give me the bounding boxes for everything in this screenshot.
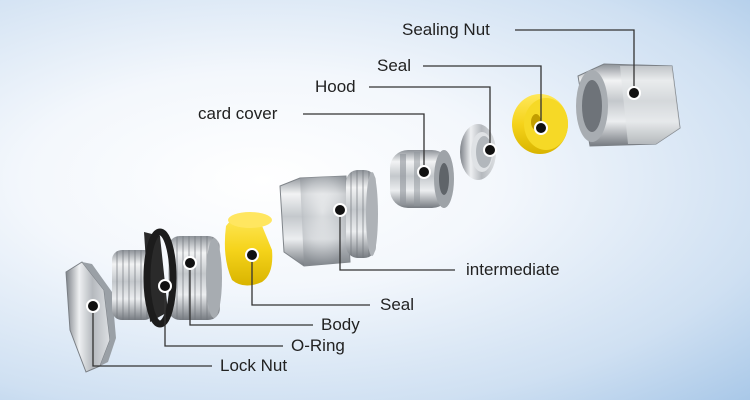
label-hood: Hood bbox=[315, 77, 356, 96]
label-o-ring: O-Ring bbox=[291, 336, 345, 355]
label-seal-top: Seal bbox=[377, 56, 412, 75]
callout-dots bbox=[86, 86, 641, 313]
label-seal-bottom: Seal bbox=[380, 295, 415, 314]
hood-part bbox=[390, 150, 454, 208]
label-lock-nut: Lock Nut bbox=[220, 356, 288, 375]
label-card-cover: card cover bbox=[198, 104, 278, 123]
label-sealing-nut: Sealing Nut bbox=[402, 20, 490, 39]
label-body: Body bbox=[321, 315, 360, 334]
leader-lines bbox=[92, 29, 635, 367]
body-part bbox=[112, 232, 222, 322]
intermediate-part bbox=[279, 170, 378, 267]
sealing-nut-part bbox=[576, 63, 681, 147]
label-intermediate: intermediate bbox=[466, 260, 560, 279]
lock-nut-part bbox=[65, 261, 116, 373]
o-ring-part bbox=[143, 228, 177, 328]
seal-bottom-part bbox=[224, 212, 273, 286]
